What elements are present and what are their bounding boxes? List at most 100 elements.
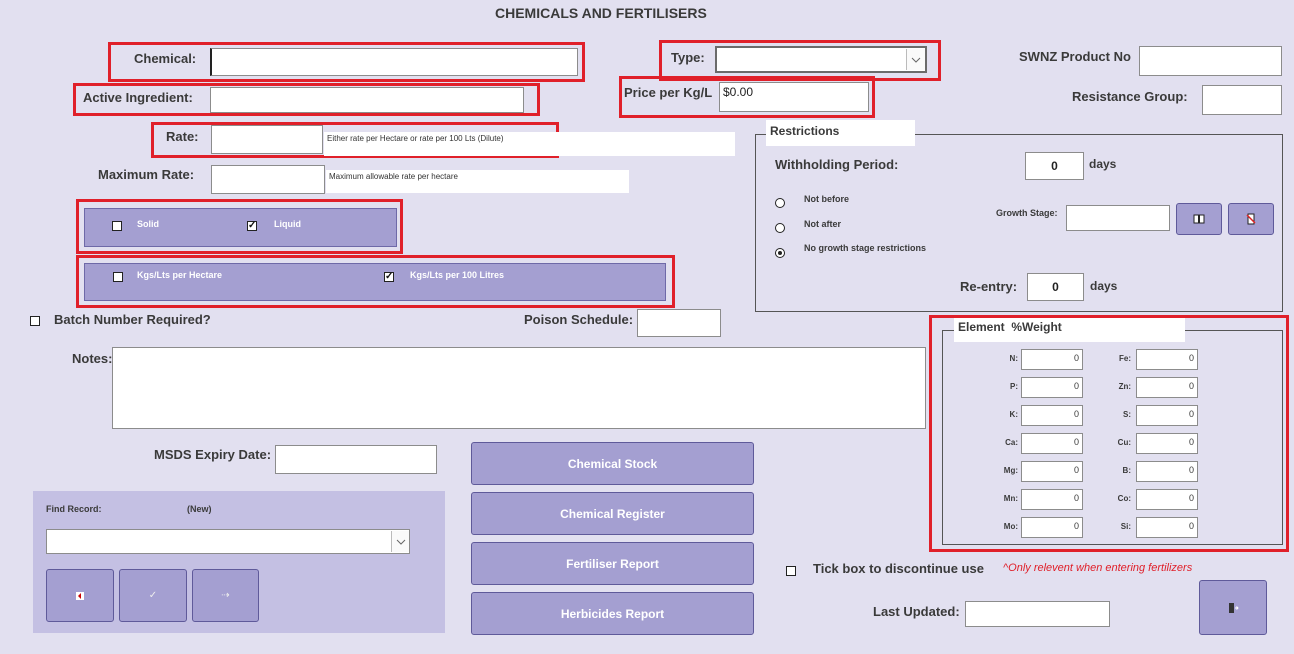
msds-expiry-label: MSDS Expiry Date: xyxy=(154,447,272,462)
element-input-right-0[interactable]: 0 xyxy=(1136,349,1198,370)
element-input-left-1[interactable]: 0 xyxy=(1021,377,1083,398)
restrictions-group xyxy=(755,134,1283,312)
growth-stage-input[interactable] xyxy=(1066,205,1170,231)
last-updated-input[interactable] xyxy=(965,601,1110,627)
resistance-group-label: Resistance Group: xyxy=(1072,89,1188,104)
element-input-right-1[interactable]: 0 xyxy=(1136,377,1198,398)
solid-label: Solid xyxy=(137,219,159,229)
element-label-right-6: Si: xyxy=(1120,522,1131,531)
element-label-left-0: N: xyxy=(1009,354,1018,363)
find-record-dropdown-button[interactable] xyxy=(391,531,409,552)
swnz-label: SWNZ Product No xyxy=(1019,49,1131,64)
per-100l-checkbox[interactable]: ✓ xyxy=(384,271,394,282)
find-record-select[interactable] xyxy=(46,529,410,554)
element-label-left-5: Mn: xyxy=(1003,494,1018,503)
discontinue-checkbox[interactable] xyxy=(786,566,796,576)
reentry-days-label: days xyxy=(1090,279,1118,293)
max-rate-input[interactable] xyxy=(211,165,325,194)
msds-expiry-input[interactable] xyxy=(275,445,437,474)
active-ingredient-label: Active Ingredient: xyxy=(83,90,193,105)
element-label-left-6: Mo: xyxy=(1003,522,1018,531)
discontinue-note: ^Only relevent when entering fertilizers xyxy=(1003,562,1193,574)
new-record-icon: ✓ xyxy=(148,590,158,601)
highlight-unit-options xyxy=(76,255,675,308)
chevron-down-icon xyxy=(911,57,921,63)
previous-record-button[interactable] xyxy=(46,569,114,622)
chemical-stock-button[interactable]: Chemical Stock xyxy=(471,442,754,485)
element-input-left-3[interactable]: 0 xyxy=(1021,433,1083,454)
element-input-right-6[interactable]: 0 xyxy=(1136,517,1198,538)
herbicides-report-button[interactable]: Herbicides Report xyxy=(471,592,754,635)
chevron-down-icon xyxy=(396,539,405,545)
element-input-right-3[interactable]: 0 xyxy=(1136,433,1198,454)
swnz-input[interactable] xyxy=(1139,46,1282,76)
element-label-right-1: Zn: xyxy=(1118,382,1131,391)
element-label-right-0: Fe: xyxy=(1119,354,1131,363)
chemical-register-button[interactable]: Chemical Register xyxy=(471,492,754,535)
new-record-button[interactable]: ✓ xyxy=(119,569,187,622)
liquid-label: Liquid xyxy=(274,219,301,229)
batch-number-label: Batch Number Required? xyxy=(54,312,211,327)
not-after-radio[interactable] xyxy=(775,223,785,233)
reentry-label: Re-entry: xyxy=(960,279,1018,294)
highlight-price xyxy=(619,76,875,118)
element-label-left-3: Ca: xyxy=(1005,438,1018,447)
highlight-type xyxy=(659,40,941,81)
withholding-days-label: days xyxy=(1089,157,1117,171)
type-label: Type: xyxy=(671,50,705,65)
highlight-form-options xyxy=(76,199,403,254)
elements-title: Element %Weight xyxy=(954,318,1185,342)
type-dropdown-button[interactable] xyxy=(906,49,925,70)
growth-stage-clear-button[interactable] xyxy=(1228,203,1274,235)
chemical-label: Chemical: xyxy=(134,51,197,66)
rate-input[interactable] xyxy=(211,125,323,154)
notes-textarea[interactable] xyxy=(112,347,926,429)
growth-stage-lookup-button[interactable] xyxy=(1176,203,1222,235)
element-input-left-5[interactable]: 0 xyxy=(1021,489,1083,510)
restrictions-title: Restrictions xyxy=(766,120,915,146)
max-rate-label: Maximum Rate: xyxy=(98,167,195,182)
per-hectare-checkbox[interactable] xyxy=(113,272,123,282)
element-input-left-4[interactable]: 0 xyxy=(1021,461,1083,482)
element-label-right-5: Co: xyxy=(1117,494,1131,503)
withholding-label: Withholding Period: xyxy=(775,157,899,172)
element-input-right-2[interactable]: 0 xyxy=(1136,405,1198,426)
no-growth-stage-label: No growth stage restrictions xyxy=(804,243,927,253)
element-label-right-2: S: xyxy=(1123,410,1131,419)
next-icon: ⇢ xyxy=(221,590,230,601)
chemical-input[interactable] xyxy=(210,48,578,76)
element-label-left-4: Mg: xyxy=(1003,466,1018,475)
per-100l-label: Kgs/Lts per 100 Litres xyxy=(410,270,505,280)
reentry-input[interactable]: 0 xyxy=(1027,273,1084,301)
liquid-checkbox[interactable]: ✓ xyxy=(247,220,257,231)
not-before-radio[interactable] xyxy=(775,198,785,208)
close-form-button[interactable] xyxy=(1199,580,1267,635)
growth-stage-label: Growth Stage: xyxy=(996,208,1058,218)
record-status: (New) xyxy=(187,504,212,514)
unit-options-panel xyxy=(84,263,666,301)
max-rate-hint: Maximum allowable rate per hectare xyxy=(326,170,629,193)
form-options-panel xyxy=(84,208,397,247)
element-input-left-2[interactable]: 0 xyxy=(1021,405,1083,426)
withholding-input[interactable]: 0 xyxy=(1025,152,1084,180)
element-input-right-5[interactable]: 0 xyxy=(1136,489,1198,510)
element-input-left-6[interactable]: 0 xyxy=(1021,517,1083,538)
fertiliser-report-button[interactable]: Fertiliser Report xyxy=(471,542,754,585)
price-input[interactable]: $0.00 xyxy=(719,82,869,112)
no-growth-stage-radio[interactable] xyxy=(775,248,785,258)
type-select[interactable] xyxy=(715,46,927,73)
previous-icon xyxy=(76,591,84,600)
not-before-label: Not before xyxy=(804,194,849,204)
active-ingredient-input[interactable] xyxy=(210,87,524,113)
element-input-right-4[interactable]: 0 xyxy=(1136,461,1198,482)
batch-number-checkbox[interactable] xyxy=(30,316,40,326)
element-input-left-0[interactable]: 0 xyxy=(1021,349,1083,370)
price-label: Price per Kg/L xyxy=(624,85,713,100)
highlight-active-ingredient xyxy=(73,83,540,116)
rate-label: Rate: xyxy=(166,129,199,144)
rate-hint: Either rate per Hectare or rate per 100 … xyxy=(324,132,735,156)
solid-checkbox[interactable] xyxy=(112,221,122,231)
poison-schedule-input[interactable] xyxy=(637,309,721,337)
next-record-button[interactable]: ⇢ xyxy=(192,569,259,622)
resistance-group-input[interactable] xyxy=(1202,85,1282,115)
